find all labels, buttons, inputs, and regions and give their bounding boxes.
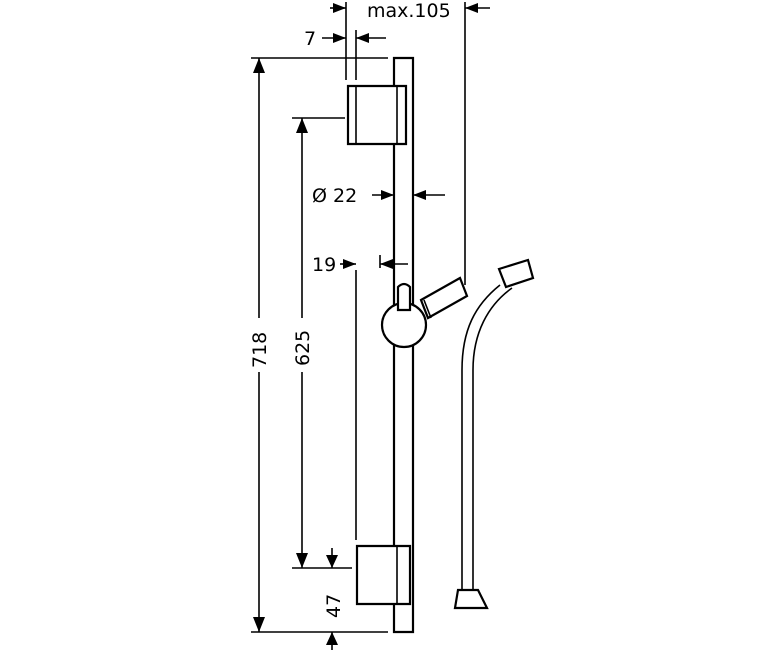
bottom-offset-label: 47 xyxy=(323,594,345,618)
bracket-offset-dimension: 7 xyxy=(304,28,386,50)
bottom-wall-bracket xyxy=(355,544,412,606)
bracket-offset-label: 7 xyxy=(304,28,316,50)
bracket-spacing-dimension: 625 xyxy=(287,118,317,568)
total-height-label: 718 xyxy=(249,332,271,368)
max-105-dimension: max.105 xyxy=(330,0,490,22)
slider-offset-dimension: 19 xyxy=(312,254,408,276)
slider-holder xyxy=(380,276,469,349)
bottom-offset-dimension: 47 xyxy=(323,548,345,650)
max-offset-label: max.105 xyxy=(367,0,451,22)
extension-lines xyxy=(251,2,466,633)
slider-offset-label: 19 xyxy=(312,254,336,276)
diameter-label: Ø 22 xyxy=(312,185,357,207)
top-wall-bracket xyxy=(346,84,408,146)
total-height-dimension: 718 xyxy=(244,58,274,632)
bracket-spacing-label: 625 xyxy=(292,330,314,366)
diameter-dimension: Ø 22 xyxy=(312,185,445,207)
shower-hose xyxy=(453,258,535,610)
